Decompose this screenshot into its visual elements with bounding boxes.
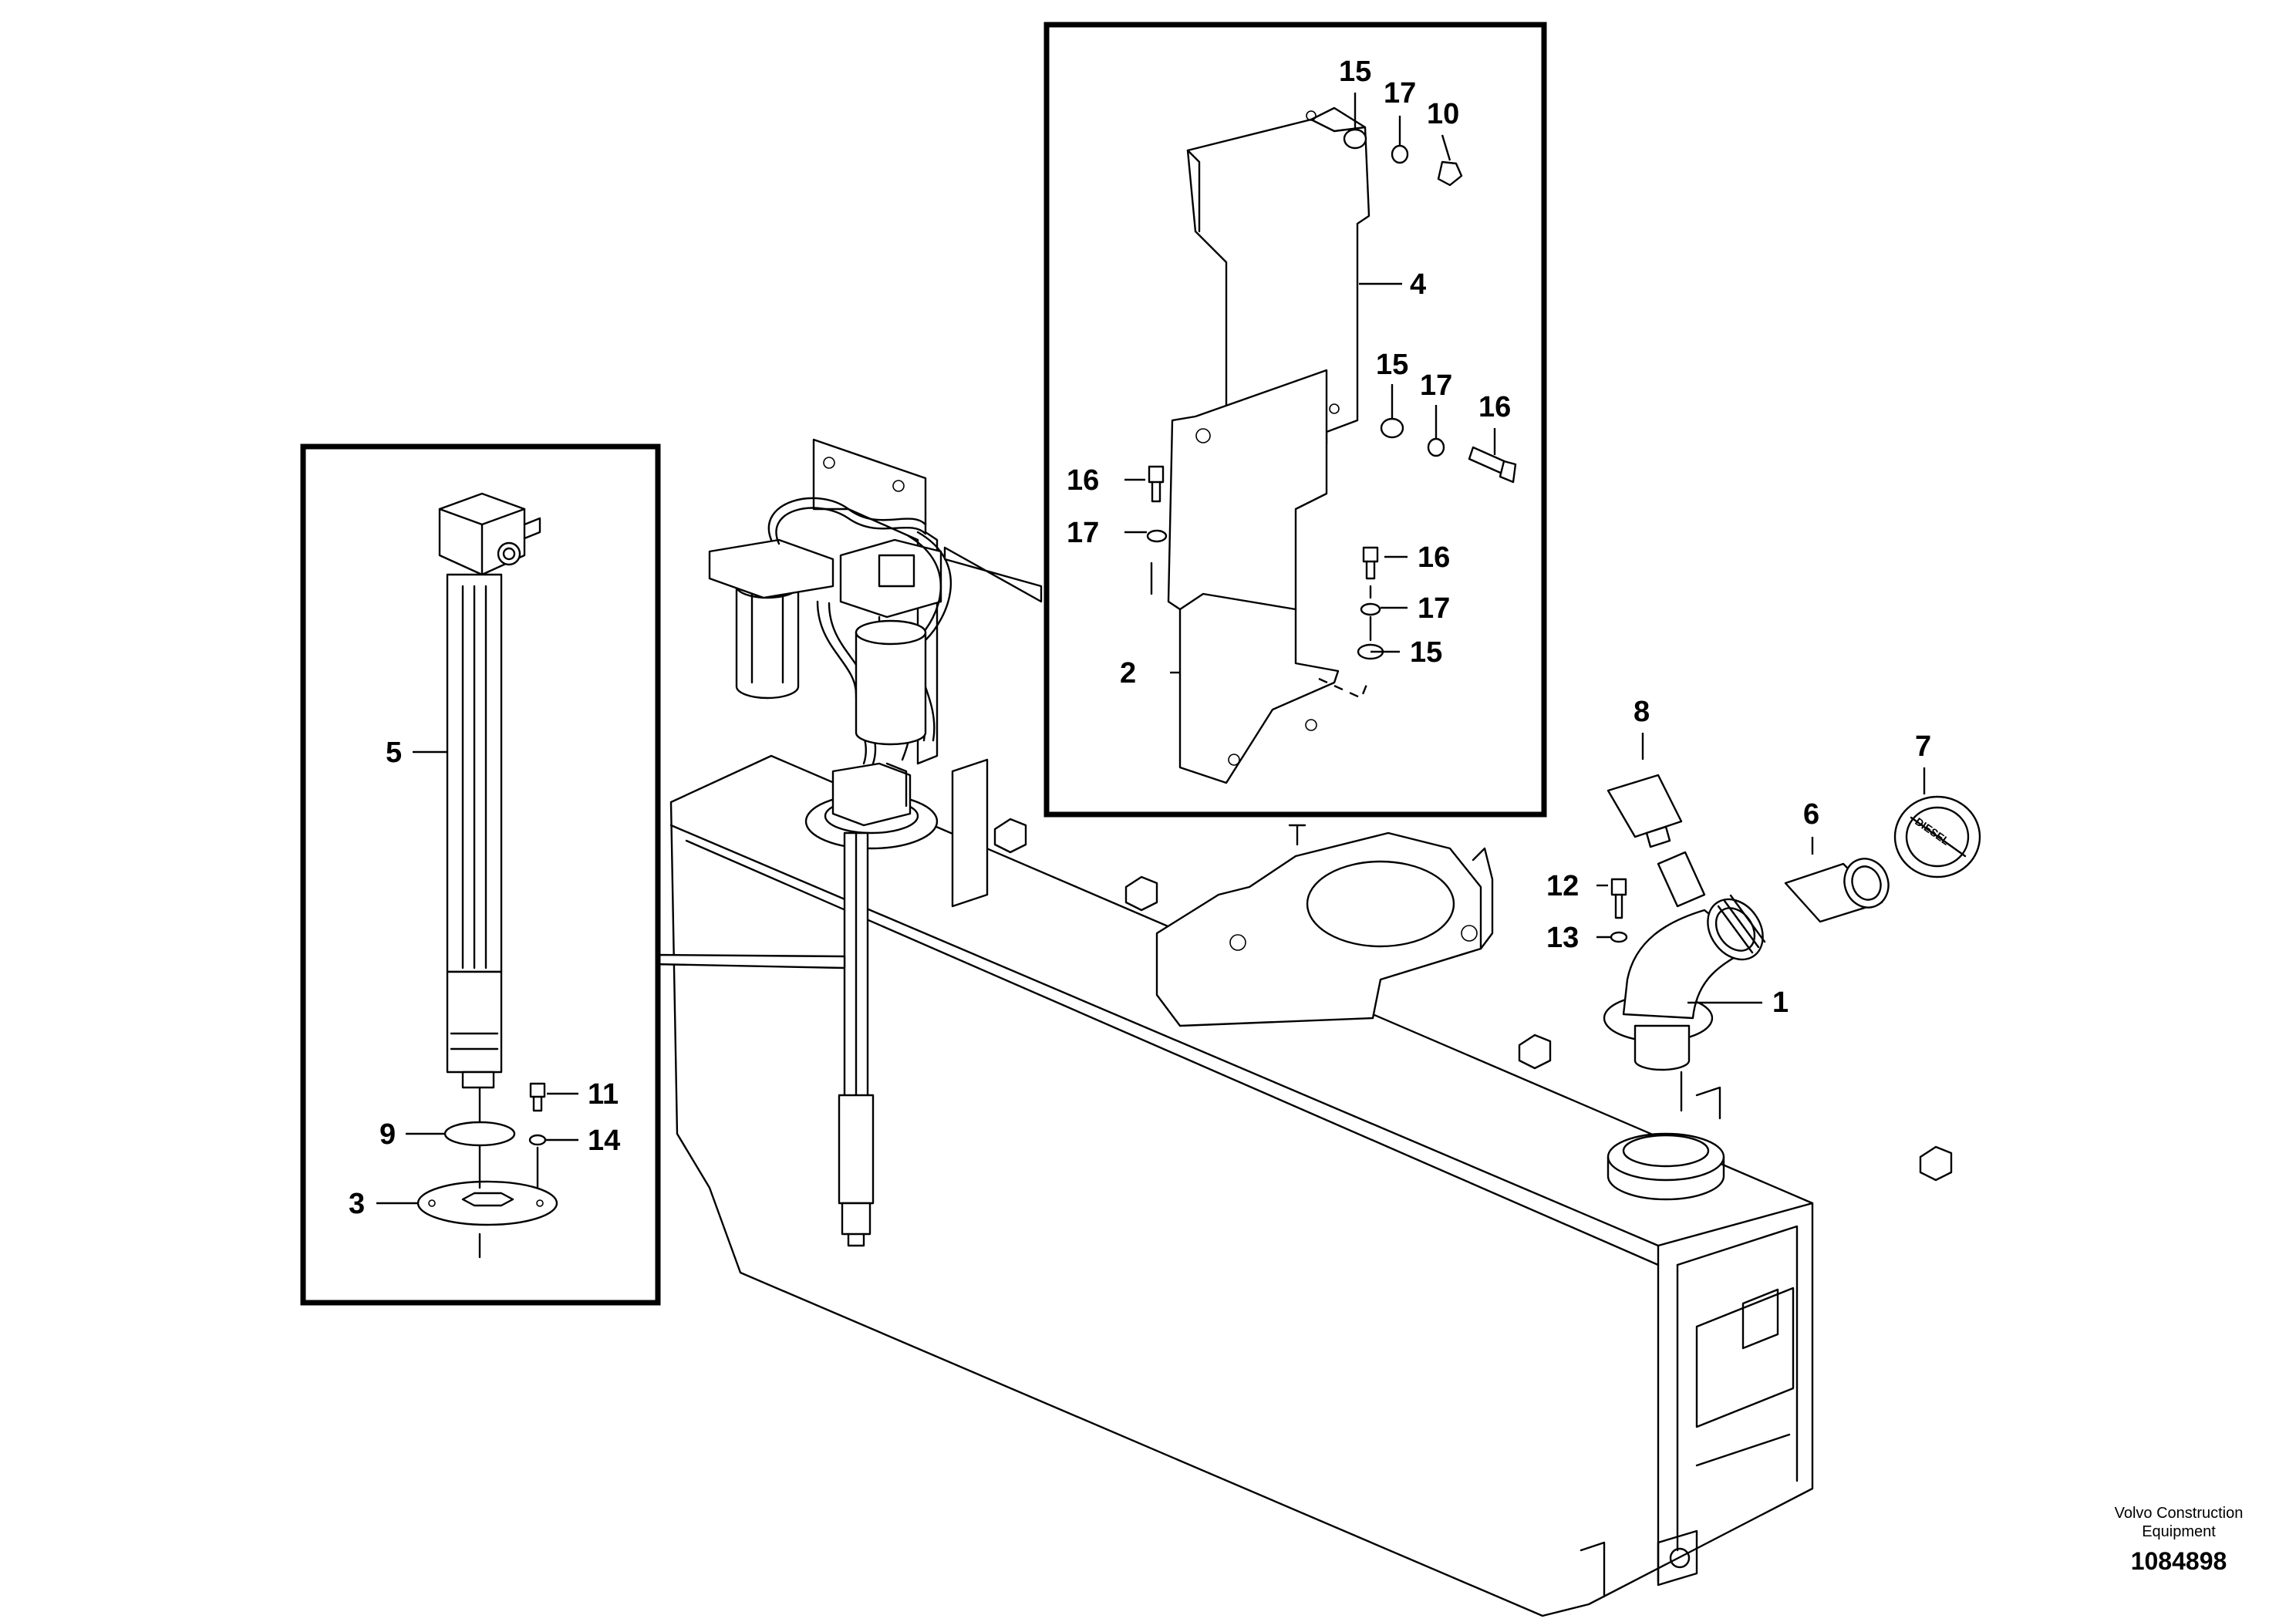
callout-7: 7	[1915, 730, 1931, 763]
callout-9: 9	[379, 1118, 396, 1151]
filler-neck-group: DIESEL	[1603, 774, 1981, 1112]
callout-16-left: 16	[1067, 464, 1099, 497]
callout-2: 2	[1120, 657, 1136, 690]
callout-15-lower: 15	[1410, 636, 1442, 669]
strainer	[1607, 774, 1683, 838]
callout-6: 6	[1803, 798, 1819, 831]
detail-frame-sender	[300, 443, 661, 1306]
pump-sender-assembly	[708, 438, 989, 1247]
callout-14: 14	[588, 1125, 620, 1157]
washer-15a	[1343, 128, 1367, 150]
callout-4: 4	[1410, 268, 1426, 301]
fuel-tank	[669, 754, 1953, 1617]
callout-17-top: 17	[1384, 77, 1416, 110]
washer-17c	[1146, 529, 1168, 543]
callout-17-left: 17	[1067, 517, 1099, 549]
washer-17b	[1427, 437, 1445, 457]
leader-lines	[376, 93, 1926, 1205]
callout-12: 12	[1546, 870, 1579, 902]
callout-labels: 1 2 3 4 5 6 7 8 9 10 11 12 13 14 15 15 1…	[349, 56, 1931, 1220]
drawing-number: 1084898	[2130, 1547, 2227, 1575]
callout-10: 10	[1427, 98, 1459, 130]
credit-line-1: Volvo Construction	[2114, 1505, 2244, 1522]
washer-17a	[1391, 144, 1409, 164]
callout-15-top: 15	[1339, 56, 1371, 88]
detail-frame-shield	[1043, 22, 1547, 818]
callout-15-middle: 15	[1376, 349, 1408, 381]
washer-13	[1610, 931, 1628, 943]
callout-3: 3	[349, 1188, 365, 1220]
nut-10	[1437, 160, 1463, 187]
callout-16-right: 16	[1478, 391, 1511, 423]
credit-block: Volvo Construction Equipment 1084898	[2025, 1504, 2296, 1578]
sender-plate	[416, 1180, 558, 1226]
callout-1: 1	[1772, 986, 1789, 1019]
washer-17d	[1360, 602, 1381, 616]
callout-5: 5	[386, 737, 402, 769]
shield-lower	[1167, 369, 1340, 784]
bolt-16c	[1362, 546, 1379, 563]
bolt-16b	[1148, 465, 1165, 484]
washer-15b	[1380, 417, 1404, 439]
callout-17-lower: 17	[1418, 592, 1450, 625]
callout-8: 8	[1633, 696, 1650, 728]
callout-13: 13	[1546, 922, 1579, 954]
callout-16-lower: 16	[1418, 541, 1450, 574]
detail-connectors	[652, 546, 1043, 969]
credit-line-2: Equipment	[2142, 1523, 2216, 1540]
bolt-12	[1610, 878, 1627, 896]
screw-11	[529, 1082, 546, 1098]
callout-11: 11	[588, 1078, 619, 1111]
callout-17-middle: 17	[1420, 369, 1452, 402]
